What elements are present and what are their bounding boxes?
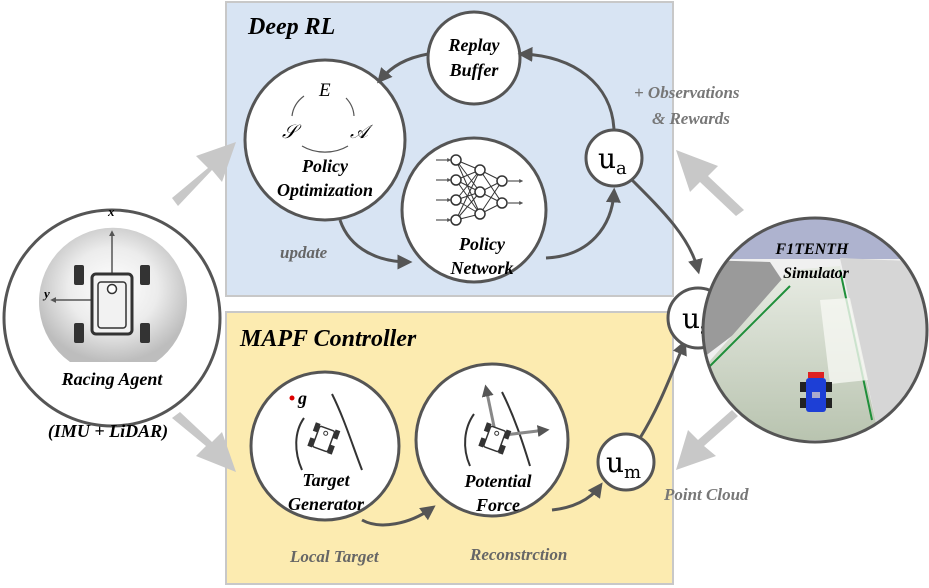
edge-um-to-us	[638, 339, 687, 439]
big-arrow-sim-to-mapf	[676, 410, 738, 470]
potential-force-label-line1: Potential	[464, 471, 532, 491]
sensors-label: (IMU + LiDAR)	[48, 421, 168, 442]
lane-boundary-left	[295, 417, 305, 471]
edge-ua-to-replay	[517, 46, 616, 131]
update-label: update	[280, 243, 328, 262]
target-generator-label-line1: Target	[302, 470, 350, 490]
edge-force-to-um	[551, 482, 603, 512]
potential-force-label-line2: Force	[475, 495, 520, 515]
target-generator-node[interactable]: g Target Generator	[249, 370, 401, 522]
policy-network-label-line2: Network	[450, 258, 514, 278]
policy-optimization-label-line2: Optimization	[277, 180, 373, 200]
replay-buffer-label-line2: Buffer	[449, 60, 500, 80]
sim-wall-left	[703, 260, 790, 360]
goal-dot	[289, 395, 295, 401]
policy-optimization-node[interactable]: E 𝒮 𝒜 Policy Optimization	[243, 58, 407, 222]
simulator-title-line1: F1TENTH	[775, 241, 849, 258]
reconstruction-label: Reconstrction	[469, 545, 567, 564]
deep-rl-title: Deep RL	[247, 14, 335, 40]
big-arrow-agent-to-rl	[172, 142, 236, 206]
x-axis-label: x	[107, 204, 115, 219]
u-a-node[interactable]: ua	[584, 128, 644, 188]
observations-label-line2: & Rewards	[652, 109, 730, 128]
simulator-circle	[701, 216, 929, 444]
racing-agent: x y Racing Agent	[2, 204, 222, 428]
mapf-title: MAPF Controller	[239, 326, 417, 352]
cycle-icon	[291, 95, 355, 153]
local-target-label: Local Target	[289, 547, 380, 566]
replay-buffer-label-line1: Replay	[448, 35, 501, 55]
big-arrow-sim-to-rl	[676, 150, 744, 216]
y-axis-label: y	[42, 286, 50, 301]
sim-car	[800, 372, 832, 412]
u-a-label: ua	[598, 142, 627, 179]
lane-boundary-left-pf	[464, 413, 475, 467]
u-m-node[interactable]: um	[596, 432, 656, 492]
sim-light-patch	[820, 298, 868, 384]
policy-optimization-label-line1: Policy	[301, 156, 349, 176]
goal-label: g	[297, 388, 307, 408]
cycle-e: E	[318, 80, 331, 101]
car-icon-force	[478, 422, 512, 455]
edge-policy-opt-to-network	[338, 219, 413, 270]
edge-network-to-ua	[545, 187, 621, 260]
u-m-label: um	[606, 446, 641, 483]
potential-force-node[interactable]: Potential Force	[414, 362, 570, 518]
big-arrow-agent-to-mapf	[172, 412, 236, 472]
vehicle-icon	[74, 265, 150, 343]
sim-track-edge-left	[703, 285, 791, 373]
target-generator-label-line2: Generator	[288, 494, 365, 514]
f1tenth-simulator: F1TENTH Simulator	[701, 216, 929, 444]
policy-network-node[interactable]: Policy Network	[400, 136, 548, 284]
racing-agent-label: Racing Agent	[61, 369, 164, 389]
lane-boundary-right-pf	[501, 391, 531, 467]
replay-buffer-node[interactable]: Replay Buffer	[426, 10, 522, 106]
policy-network-label-line1: Policy	[458, 234, 506, 254]
observations-label-line1: + Observations	[634, 83, 740, 102]
edge-replay-to-policy-opt	[377, 52, 429, 84]
simulator-title-line2: Simulator	[783, 265, 850, 282]
car-icon-target	[307, 422, 341, 455]
lane-boundary-right	[331, 393, 363, 471]
edge-target-to-force	[361, 505, 436, 527]
edge-ua-to-us	[630, 178, 703, 275]
point-cloud-label: Point Cloud	[663, 485, 749, 504]
